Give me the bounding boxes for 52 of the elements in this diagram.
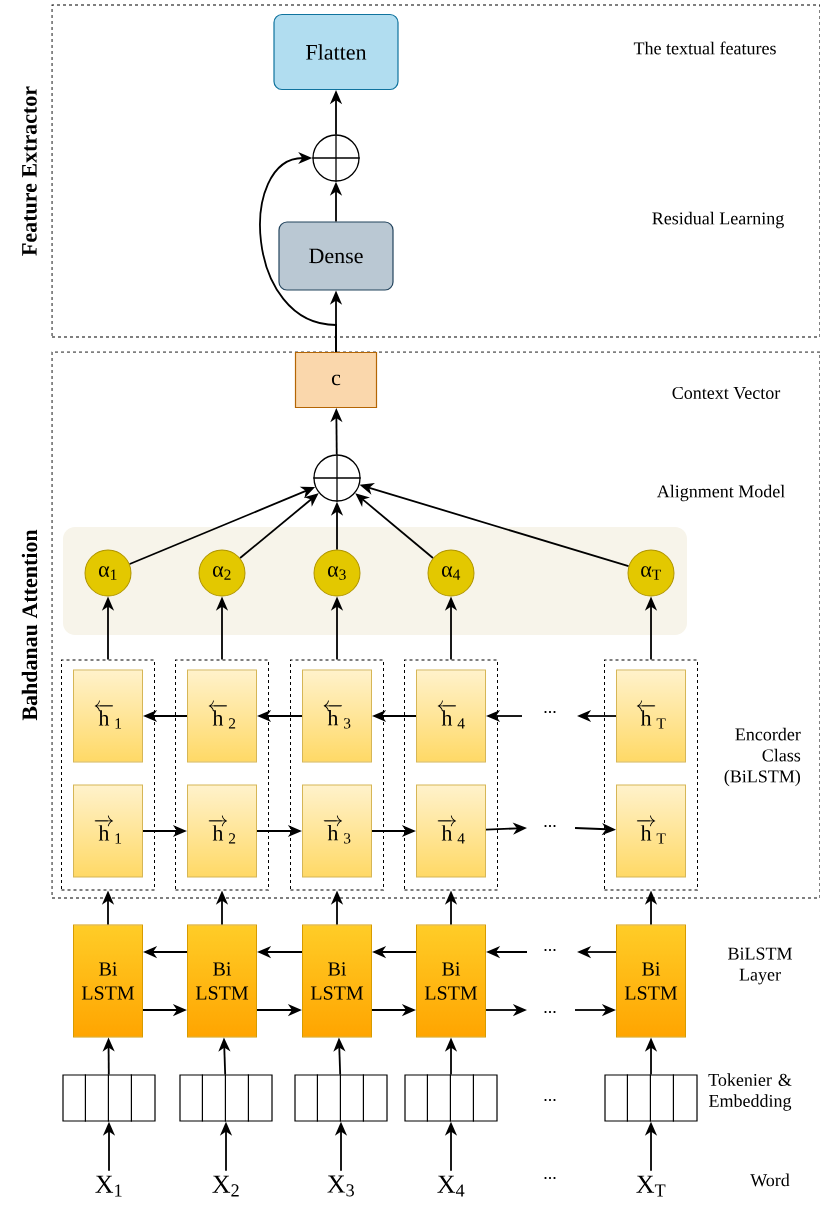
hidden-state-box: $\overrightarrow{\mathrm{h}}_{\mathrm{3}}$: [302, 784, 372, 878]
sum-circle: [311, 133, 361, 183]
input-word: X$_{2}$: [212, 1175, 239, 1197]
embedding-vector: [179, 1073, 273, 1123]
side-label: Context Vector: [672, 386, 781, 400]
sum-circle: [312, 453, 362, 503]
hidden-state-box: $\overleftarrow{\mathrm{h}}_{\mathrm{1}}$: [73, 669, 143, 763]
node-label: Bahdanau Attention: [21, 529, 38, 721]
hidden-state-box: $\overleftarrow{\mathrm{h}}_{\mathrm{4}}$: [416, 669, 486, 763]
hidden-state-box: $\overrightarrow{\mathrm{h}}_{\mathrm{1}}$: [73, 784, 143, 878]
side-label: The textual features: [633, 41, 776, 55]
ellipsis: ...: [544, 710, 556, 714]
hidden-state-box: $\overleftarrow{\mathrm{h}}_{\mathrm{T}}$: [616, 669, 686, 763]
hidden-state-box: $\overleftarrow{\mathrm{h}}_{\mathrm{3}}$: [302, 669, 372, 763]
embedding-vector: [404, 1073, 498, 1123]
input-word: X$_{4}$: [437, 1175, 465, 1197]
side-label: Residual Learning: [652, 211, 784, 229]
side-label: BiLSTM Layer: [728, 947, 792, 985]
hidden-state-box: $\overrightarrow{\mathrm{h}}_{\mathrm{T}}$: [616, 784, 686, 878]
side-label: Word: [750, 1173, 790, 1187]
embedding-vector: [604, 1073, 698, 1123]
cell-group-frame: [175, 659, 269, 891]
layer-box: Flatten: [273, 13, 399, 91]
hidden-state-box: $\overrightarrow{\mathrm{h}}_{\mathrm{4}}$: [416, 784, 486, 878]
hidden-state-box: $\overrightarrow{\mathrm{h}}_{\mathrm{2}}$: [187, 784, 257, 878]
ellipsis: ...: [544, 1010, 556, 1014]
input-word: X$_{1}$: [95, 1175, 122, 1197]
input-word: X$_{T}$: [636, 1175, 666, 1197]
cell-group-frame: [604, 659, 698, 891]
ellipsis: ...: [544, 1098, 556, 1102]
bilstm-box: Bi LSTM: [187, 924, 257, 1038]
cell-group-frame: [290, 659, 384, 891]
side-label: Tokenier & Embedding: [708, 1073, 792, 1111]
cell-group-frame: [61, 659, 155, 891]
cell-group-frame: [404, 659, 498, 891]
ellipsis: ...: [544, 1176, 556, 1180]
ellipsis: ...: [544, 948, 556, 952]
arrow: [259, 151, 337, 353]
ellipsis: ...: [544, 824, 556, 828]
side-label: Alignment Model: [656, 484, 785, 502]
input-word: X$_{3}$: [327, 1175, 354, 1197]
bilstm-box: Bi LSTM: [73, 924, 143, 1038]
embedding-vector: [294, 1073, 388, 1123]
layer-box: Dense: [278, 221, 394, 291]
context-box: c: [294, 351, 378, 409]
bilstm-box: Bi LSTM: [302, 924, 372, 1038]
node-label: Feature Extractor: [22, 86, 37, 256]
bilstm-box: Bi LSTM: [616, 924, 686, 1038]
hidden-state-box: $\overleftarrow{\mathrm{h}}_{\mathrm{2}}$: [187, 669, 257, 763]
bilstm-box: Bi LSTM: [416, 924, 486, 1038]
embedding-vector: [62, 1073, 156, 1123]
side-label: Encorder Class (BiLSTM): [724, 727, 801, 787]
